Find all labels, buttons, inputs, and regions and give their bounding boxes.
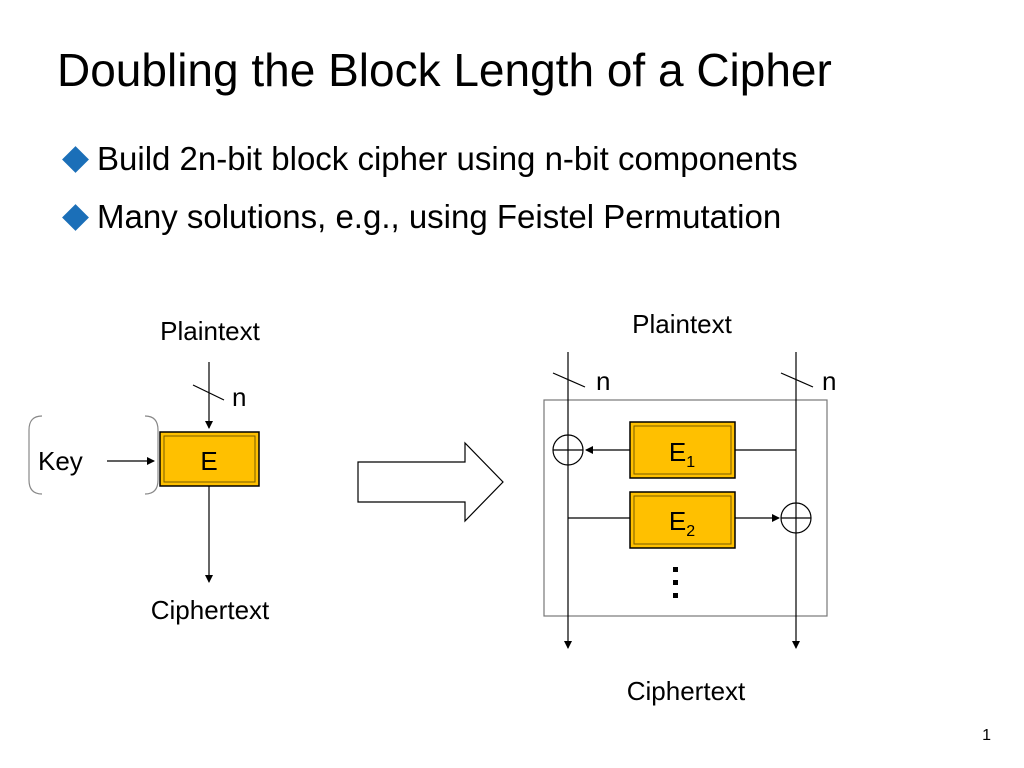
round-function-box-1-label: E1	[669, 437, 695, 471]
round-function-box-1-inner-border	[633, 425, 732, 475]
cipher-box-label: E	[200, 446, 217, 476]
plaintext-label: Plaintext	[632, 309, 732, 339]
key-bracket-right	[144, 415, 159, 495]
feistel-frame	[543, 399, 828, 617]
slide-title: Doubling the Block Length of a Cipher	[57, 44, 832, 96]
right-arrow-icon	[357, 441, 504, 523]
key-label: Key	[38, 446, 83, 476]
continuation-glyph: ⋮	[683, 584, 684, 586]
bullet-text: Build 2n-bit block cipher using n-bit co…	[97, 140, 798, 177]
continuation-dots: ⋮	[673, 567, 684, 598]
width-label-right: n	[822, 366, 836, 396]
plaintext-label: Plaintext	[160, 316, 260, 346]
bullet-item: Build 2n-bit block cipher using n-bit co…	[60, 139, 798, 179]
feistel-cipher-diagram: Plaintext n n E1	[543, 309, 836, 706]
bullet-text: Many solutions, e.g., using Feistel Perm…	[97, 198, 782, 235]
width-slash	[192, 384, 225, 401]
round-function-box-2-inner-border	[633, 495, 732, 545]
round-function-box-2-label: E2	[669, 506, 695, 540]
cipher-box	[159, 431, 260, 487]
ciphertext-label: Ciphertext	[151, 595, 270, 625]
round-function-box-1	[629, 421, 736, 479]
bullet-item: Many solutions, e.g., using Feistel Perm…	[60, 197, 781, 237]
single-block-cipher-diagram: Plaintext n Key E Ciphertext	[28, 316, 270, 625]
ciphertext-label: Ciphertext	[627, 676, 746, 706]
width-slash-right	[780, 372, 814, 388]
width-label: n	[232, 382, 246, 412]
width-label-left: n	[596, 366, 610, 396]
xor-icon	[780, 502, 812, 534]
key-bracket-left	[28, 415, 43, 495]
cipher-box-inner-border	[163, 435, 256, 483]
xor-icon	[552, 434, 584, 466]
round-function-box-2	[629, 491, 736, 549]
width-slash-left	[552, 372, 586, 388]
page-number: 1	[982, 727, 991, 744]
